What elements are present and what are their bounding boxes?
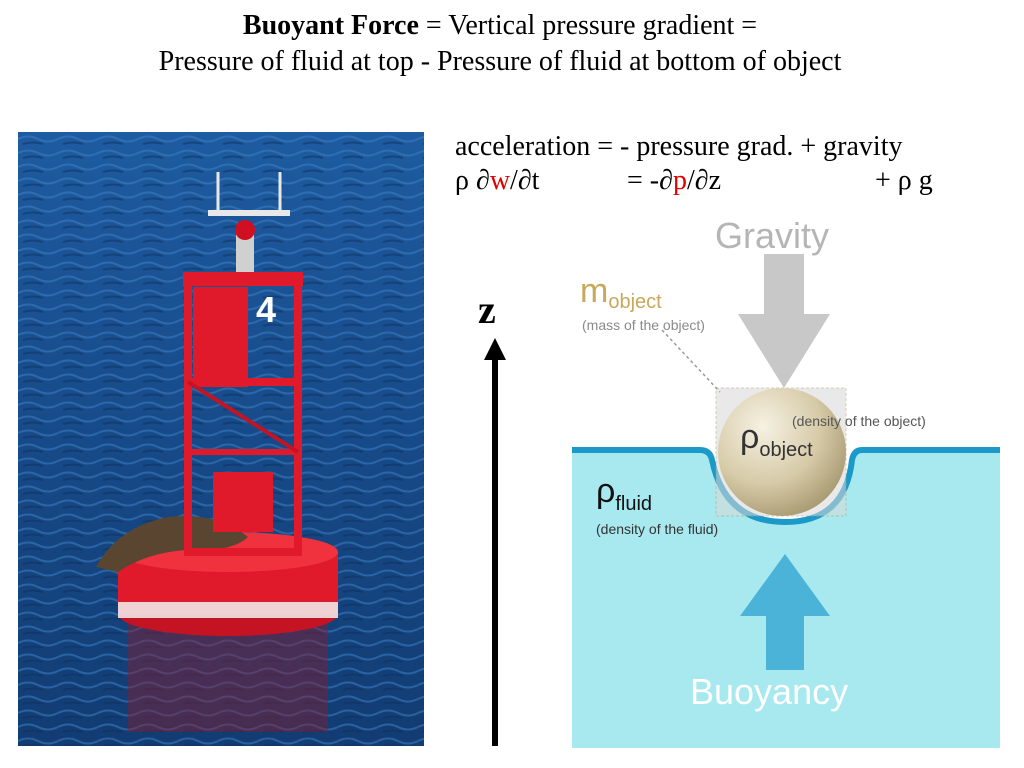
mass-sub: object bbox=[608, 291, 662, 313]
z-axis-arrow bbox=[484, 338, 506, 746]
rho-object: ρ bbox=[740, 418, 759, 456]
title-rest: = Vertical pressure gradient = bbox=[418, 10, 758, 41]
buoy-number: 4 bbox=[256, 289, 276, 330]
z-axis-label: z bbox=[478, 287, 496, 332]
rho-fluid-symbol: ρfluid bbox=[596, 472, 652, 515]
object-sphere bbox=[718, 388, 846, 516]
buoy-photo: 4 bbox=[18, 132, 424, 746]
buoyancy-label: Buoyancy bbox=[690, 671, 848, 712]
minus-partial: = -∂ bbox=[627, 165, 673, 196]
mass-pointer bbox=[661, 329, 721, 393]
mass-note: (mass of the object) bbox=[582, 317, 705, 333]
over-dz: /∂z bbox=[686, 165, 721, 196]
rho-fluid: ρ bbox=[596, 472, 615, 510]
rho-partial: ρ ∂ bbox=[455, 165, 490, 196]
slide-title: Buoyant Force = Vertical pressure gradie… bbox=[0, 8, 1000, 80]
mass-m: m bbox=[580, 272, 608, 310]
rho-fluid-sub: fluid bbox=[615, 493, 652, 515]
p-variable: p bbox=[672, 165, 687, 196]
gravity-term: + ρ g bbox=[875, 165, 933, 196]
pressure-term: = -∂p/∂z bbox=[627, 164, 721, 198]
density-object-note: (density of the object) bbox=[792, 413, 926, 429]
buoyancy-diagram: Gravity mobject (mass of the object) ρob… bbox=[572, 215, 1000, 748]
density-fluid-note: (density of the fluid) bbox=[596, 521, 718, 537]
mass-symbol: mobject bbox=[580, 272, 662, 313]
w-variable: w bbox=[489, 165, 511, 196]
title-line-2: Pressure of fluid at top - Pressure of f… bbox=[158, 46, 842, 77]
gravity-arrow bbox=[738, 254, 830, 388]
fluid-surface bbox=[572, 447, 1000, 526]
title-bold: Buoyant Force bbox=[242, 10, 419, 41]
title-line-1: Buoyant Force = Vertical pressure gradie… bbox=[0, 8, 1000, 44]
buoyancy-arrow bbox=[740, 554, 830, 670]
equation-line-1: acceleration = - pressure grad. + gravit… bbox=[455, 131, 903, 162]
rho-dw-dt: ρ ∂w/∂t bbox=[455, 164, 539, 198]
rho-object-symbol: ρobject bbox=[740, 418, 813, 461]
equation-line-2: ρ ∂w/∂t = -∂p/∂z + ρ g bbox=[455, 164, 1015, 198]
rho-object-sub: object bbox=[759, 439, 813, 461]
gravity-label: Gravity bbox=[715, 215, 829, 256]
over-dt: /∂t bbox=[510, 165, 540, 196]
